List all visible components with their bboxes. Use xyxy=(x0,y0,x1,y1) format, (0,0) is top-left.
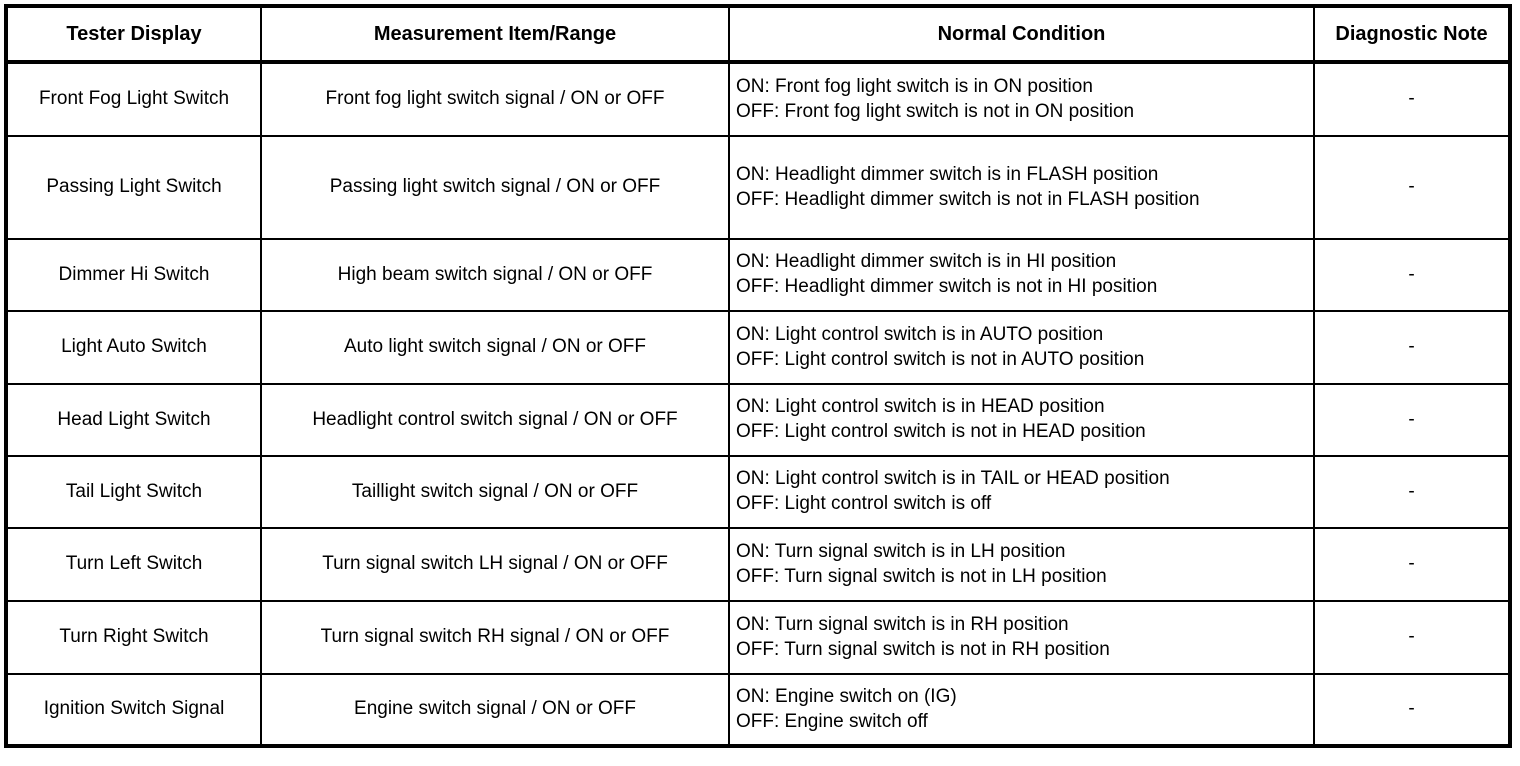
table-row: Tail Light Switch Taillight switch signa… xyxy=(6,456,1510,529)
cell-tester-display: Ignition Switch Signal xyxy=(6,674,262,746)
cell-diagnostic-note: - xyxy=(1314,239,1510,312)
cell-normal-condition: ON: Light control switch is in TAIL or H… xyxy=(729,456,1315,529)
table-row: Head Light Switch Headlight control swit… xyxy=(6,384,1510,457)
cell-tester-display: Dimmer Hi Switch xyxy=(6,239,262,312)
cell-measurement: Headlight control switch signal / ON or … xyxy=(261,384,730,457)
cell-measurement: High beam switch signal / ON or OFF xyxy=(261,239,730,312)
cell-tester-display: Passing Light Switch xyxy=(6,136,262,240)
cell-normal-condition: ON: Turn signal switch is in RH position… xyxy=(729,601,1315,675)
column-header-tester-display: Tester Display xyxy=(6,6,262,64)
cell-measurement: Turn signal switch RH signal / ON or OFF xyxy=(261,601,730,675)
cell-measurement: Turn signal switch LH signal / ON or OFF xyxy=(261,528,730,602)
cell-normal-condition: ON: Headlight dimmer switch is in HI pos… xyxy=(729,239,1315,312)
table-row: Front Fog Light Switch Front fog light s… xyxy=(6,62,1510,137)
cell-measurement: Engine switch signal / ON or OFF xyxy=(261,674,730,746)
cell-diagnostic-note: - xyxy=(1314,456,1510,529)
cell-tester-display: Turn Right Switch xyxy=(6,601,262,675)
column-header-measurement-item-range: Measurement Item/Range xyxy=(261,6,730,64)
cell-normal-condition: ON: Turn signal switch is in LH position… xyxy=(729,528,1315,602)
cell-tester-display: Front Fog Light Switch xyxy=(6,62,262,137)
cell-diagnostic-note: - xyxy=(1314,136,1510,240)
cell-measurement: Passing light switch signal / ON or OFF xyxy=(261,136,730,240)
cell-diagnostic-note: - xyxy=(1408,698,1415,720)
table-row: Turn Left Switch Turn signal switch LH s… xyxy=(6,528,1510,602)
column-header-diagnostic-note: Diagnostic Note xyxy=(1314,6,1510,64)
cell-diagnostic-note: - xyxy=(1314,528,1510,602)
cell-tester-display: Tail Light Switch xyxy=(6,456,262,529)
column-header-normal-condition: Normal Condition xyxy=(729,6,1315,64)
table-row: Ignition Switch Signal Engine switch sig… xyxy=(6,674,1510,746)
cell-normal-condition: ON: Headlight dimmer switch is in FLASH … xyxy=(729,136,1315,240)
cell-tester-display: Turn Left Switch xyxy=(6,528,262,602)
table-header: Tester Display Measurement Item/Range No… xyxy=(6,6,1510,64)
cell-measurement: Front fog light switch signal / ON or OF… xyxy=(261,62,730,137)
cell-measurement: Auto light switch signal / ON or OFF xyxy=(261,311,730,385)
cell-tester-display: Head Light Switch xyxy=(6,384,262,457)
cell-diagnostic-note: - xyxy=(1314,311,1510,385)
cell-normal-condition: ON: Light control switch is in AUTO posi… xyxy=(729,311,1315,385)
table-row: Passing Light Switch Passing light switc… xyxy=(6,136,1510,240)
cell-normal-condition: ON: Front fog light switch is in ON posi… xyxy=(729,62,1315,137)
cell-normal-condition: ON: Engine switch on (IG) OFF: Engine sw… xyxy=(729,674,1315,746)
cell-normal-condition: ON: Light control switch is in HEAD posi… xyxy=(729,384,1315,457)
table-header-row: Tester Display Measurement Item/Range No… xyxy=(6,6,1510,64)
diagnostic-data-table: Tester Display Measurement Item/Range No… xyxy=(4,4,1512,748)
table-row: Light Auto Switch Auto light switch sign… xyxy=(6,311,1510,385)
cell-tester-display: Light Auto Switch xyxy=(6,311,262,385)
cell-diagnostic-note: - xyxy=(1314,384,1510,457)
table-row: Turn Right Switch Turn signal switch RH … xyxy=(6,601,1510,675)
cell-diagnostic-note: - xyxy=(1314,62,1510,137)
cell-measurement: Taillight switch signal / ON or OFF xyxy=(261,456,730,529)
table-body: Front Fog Light Switch Front fog light s… xyxy=(6,62,1510,746)
diagnostic-data-table-container: Tester Display Measurement Item/Range No… xyxy=(4,4,1512,762)
cell-diagnostic-note: - xyxy=(1314,601,1510,675)
table-row: Dimmer Hi Switch High beam switch signal… xyxy=(6,239,1510,312)
